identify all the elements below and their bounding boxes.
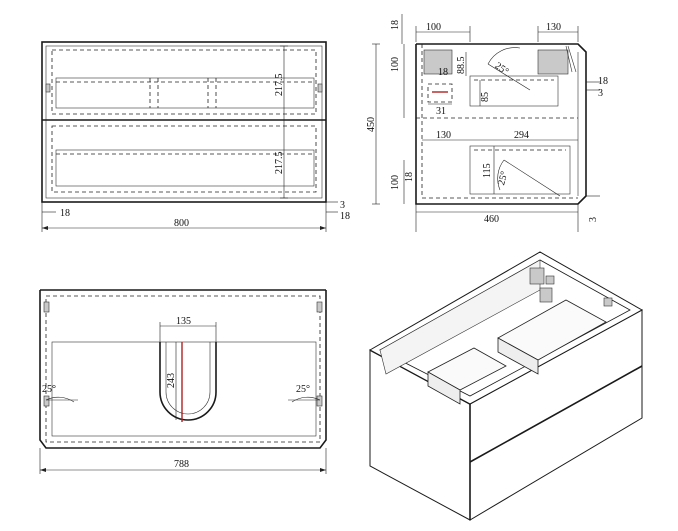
side-small-18: 18 [438, 67, 448, 78]
top-u-cutout [159, 342, 217, 421]
front-outer-frame [41, 41, 327, 203]
side-upper-tray [469, 75, 559, 107]
front-top-tray [55, 77, 315, 109]
top-angle-left: 25° [42, 384, 56, 395]
front-top-drawer-height: 217.5 [274, 74, 285, 97]
side-lower-115: 115 [482, 163, 493, 178]
side-lower-294: 294 [514, 130, 529, 141]
front-bottom-offset: 18 [340, 211, 350, 222]
side-total-depth: 460 [484, 214, 499, 225]
side-bracket-right [537, 49, 569, 75]
top-drawer-box [51, 341, 317, 437]
top-cutout-depth: 243 [166, 373, 177, 388]
side-right-18: 18 [598, 76, 608, 87]
side-top-right: 130 [546, 22, 561, 33]
side-lower-left-18: 18 [404, 172, 415, 182]
top-view: 135 243 25° 25° 788 [39, 289, 327, 474]
front-bottom-gap: 3 [340, 200, 345, 211]
top-inner-hidden [45, 295, 321, 443]
top-angle-right: 25° [296, 384, 310, 395]
side-height-85: 85 [480, 92, 491, 102]
front-bottom-drawer-hidden [51, 125, 317, 193]
side-bracket-left [423, 49, 453, 75]
front-hinge-right [317, 83, 323, 93]
side-top-width: 100 [426, 22, 441, 33]
iso-bracket [529, 267, 545, 285]
side-bottom-3: 3 [588, 217, 599, 222]
front-view: 217.5 217.5 18 800 3 18 [41, 41, 350, 232]
side-small-31: 31 [436, 106, 446, 117]
top-outer-profile [39, 290, 327, 449]
side-angle-bottom: 25° [496, 170, 510, 186]
front-bottom-tray [55, 149, 315, 187]
side-angle-top: 25° [493, 60, 511, 77]
side-right-3: 3 [598, 88, 603, 99]
front-top-drawer-hidden [51, 49, 317, 115]
front-side-offset: 18 [60, 208, 70, 219]
top-cutout-width: 135 [176, 316, 191, 327]
front-total-width: 800 [174, 218, 189, 229]
side-left-height: 100 [390, 57, 401, 72]
side-lower-tray [469, 145, 571, 195]
side-lower-130: 130 [436, 130, 451, 141]
side-lower-left-100: 100 [390, 175, 401, 190]
isometric-view [368, 251, 644, 521]
side-total-height: 450 [366, 117, 377, 132]
front-inner-frame [45, 45, 323, 199]
front-bottom-drawer-height: 217.5 [274, 152, 285, 175]
iso-drawer-split [469, 365, 643, 463]
top-inner-width: 788 [174, 459, 189, 470]
side-view: 25° 25° 100 130 18 100 450 88.5 18 85 31… [366, 14, 608, 232]
side-left-top: 18 [390, 20, 401, 30]
side-mid-88: 88.5 [456, 57, 467, 75]
front-hinge-left [45, 83, 51, 93]
